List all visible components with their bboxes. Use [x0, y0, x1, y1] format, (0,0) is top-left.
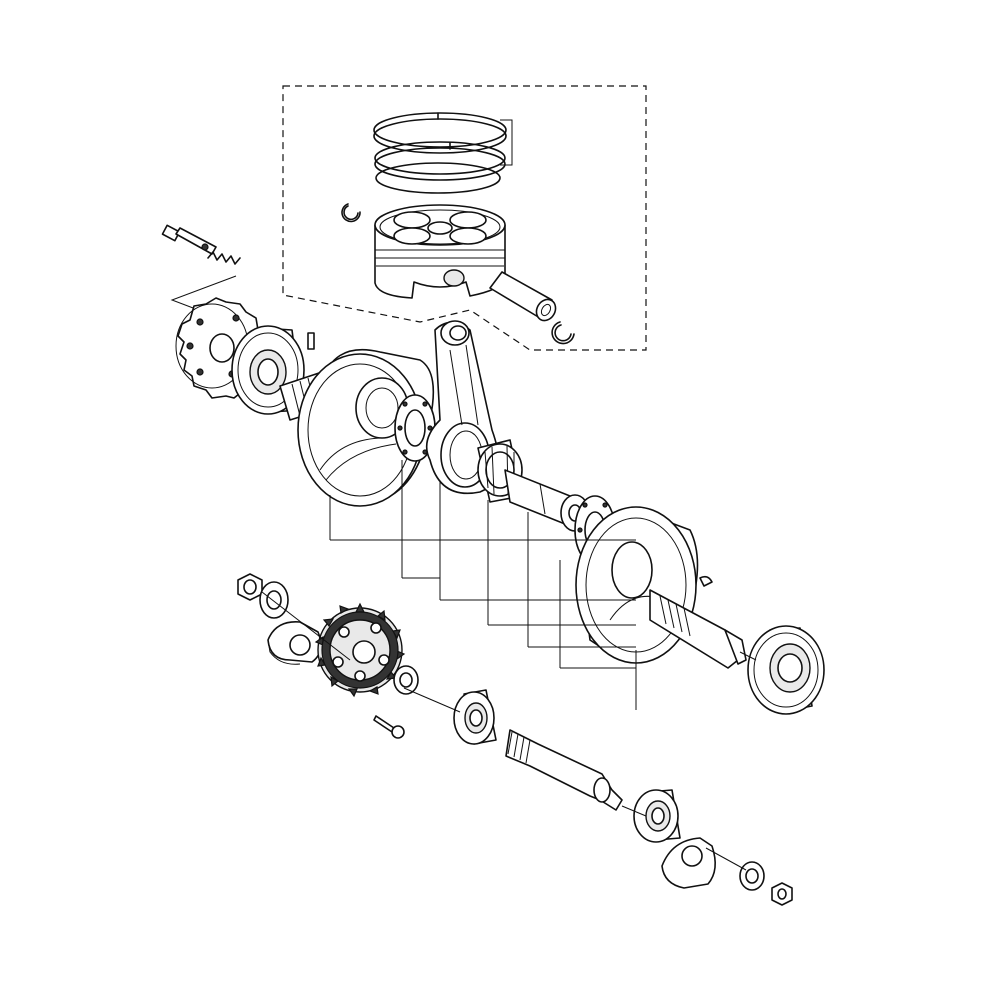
- crankshaft-right-half[interactable]: [575, 506, 747, 669]
- piston[interactable]: [374, 204, 506, 299]
- woodruff-key[interactable]: [699, 575, 713, 587]
- leader-lines: [329, 460, 637, 710]
- tensioner-bolt[interactable]: [161, 224, 217, 255]
- piston-ring-set[interactable]: [373, 112, 513, 194]
- crank-pin[interactable]: [504, 469, 590, 532]
- balancer-weight-left[interactable]: [267, 621, 322, 665]
- balancer-bearing-right[interactable]: [633, 789, 681, 843]
- assembly-axes: [261, 591, 757, 871]
- gear-bolt[interactable]: [373, 715, 405, 739]
- ring-set-bracket: [500, 119, 513, 166]
- balancer-nut-right[interactable]: [771, 882, 793, 906]
- tensioner-spring[interactable]: [207, 251, 241, 265]
- balancer-collar[interactable]: [393, 665, 419, 695]
- crankshaft-left-half[interactable]: [279, 348, 435, 507]
- piston-pin[interactable]: [489, 271, 559, 324]
- balancer-washer-right[interactable]: [739, 861, 765, 891]
- piston-pin-clip-right[interactable]: [551, 321, 575, 345]
- balancer-bearing-left[interactable]: [453, 689, 497, 745]
- balancer-shaft[interactable]: [505, 729, 623, 811]
- dowel-pin[interactable]: [307, 332, 315, 350]
- balancer-nut-left[interactable]: [237, 573, 263, 601]
- piston-pin-clip-left[interactable]: [341, 203, 361, 223]
- crank-bearing-right[interactable]: [747, 625, 825, 715]
- balancer-washer-left[interactable]: [259, 581, 289, 619]
- balancer-weight-right[interactable]: [661, 837, 716, 889]
- balancer-gear[interactable]: [314, 602, 406, 698]
